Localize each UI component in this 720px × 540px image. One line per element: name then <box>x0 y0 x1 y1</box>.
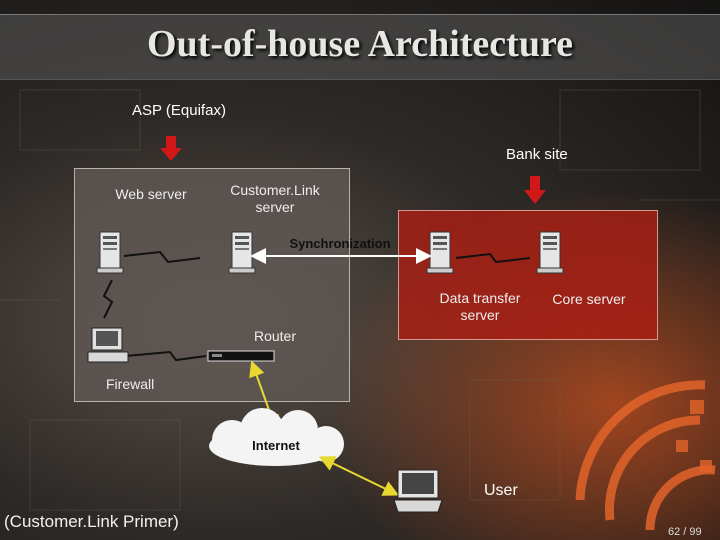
web-server-icon <box>96 231 124 274</box>
internet-cloud-icon <box>209 408 344 466</box>
footer-text: (Customer.Link Primer) <box>4 512 179 531</box>
web-server-label: Web server <box>115 186 187 202</box>
workstation-icon <box>87 327 129 363</box>
laptop-icon <box>393 469 443 513</box>
title-band <box>0 14 720 80</box>
asp-region-box <box>74 168 350 402</box>
web-to-workstation-lightning-link-icon <box>102 279 114 319</box>
customerlink-server-label-line1: Customer.Link <box>230 182 320 198</box>
asp-down-arrow-icon <box>160 136 182 161</box>
workstation-to-router-lightning-link-icon <box>125 350 207 362</box>
user-label: User <box>484 482 518 499</box>
core-server-label: Core server <box>552 291 626 307</box>
data-transfer-server-icon <box>426 231 454 274</box>
asp-label: ASP (Equifax) <box>132 102 226 119</box>
router-label: Router <box>253 328 297 344</box>
core-server-icon <box>536 231 564 274</box>
bank-site-label: Bank site <box>506 146 568 163</box>
customerlink-server-icon <box>228 231 256 274</box>
internet-label: Internet <box>252 438 300 453</box>
data-transfer-to-core-lightning-link-icon <box>455 252 531 264</box>
customerlink-server-label-line2: server <box>255 199 295 215</box>
internet-user-link-icon <box>318 456 400 496</box>
router-icon <box>207 350 275 362</box>
slide-title: Out-of-house Architecture <box>146 23 574 65</box>
data-transfer-server-label-line2: server <box>460 307 500 323</box>
bank-site-down-arrow-icon <box>524 176 546 204</box>
customerlink-server-label: Customer.Link server <box>210 182 340 216</box>
data-transfer-server-label-line1: Data transfer <box>439 290 521 306</box>
page-number: 62 / 99 <box>668 526 702 538</box>
web-to-customerlink-lightning-link-icon <box>123 250 201 264</box>
data-transfer-server-label: Data transfer server <box>420 290 540 324</box>
firewall-label: Firewall <box>106 376 155 392</box>
synchronization-label: Synchronization <box>289 236 390 251</box>
